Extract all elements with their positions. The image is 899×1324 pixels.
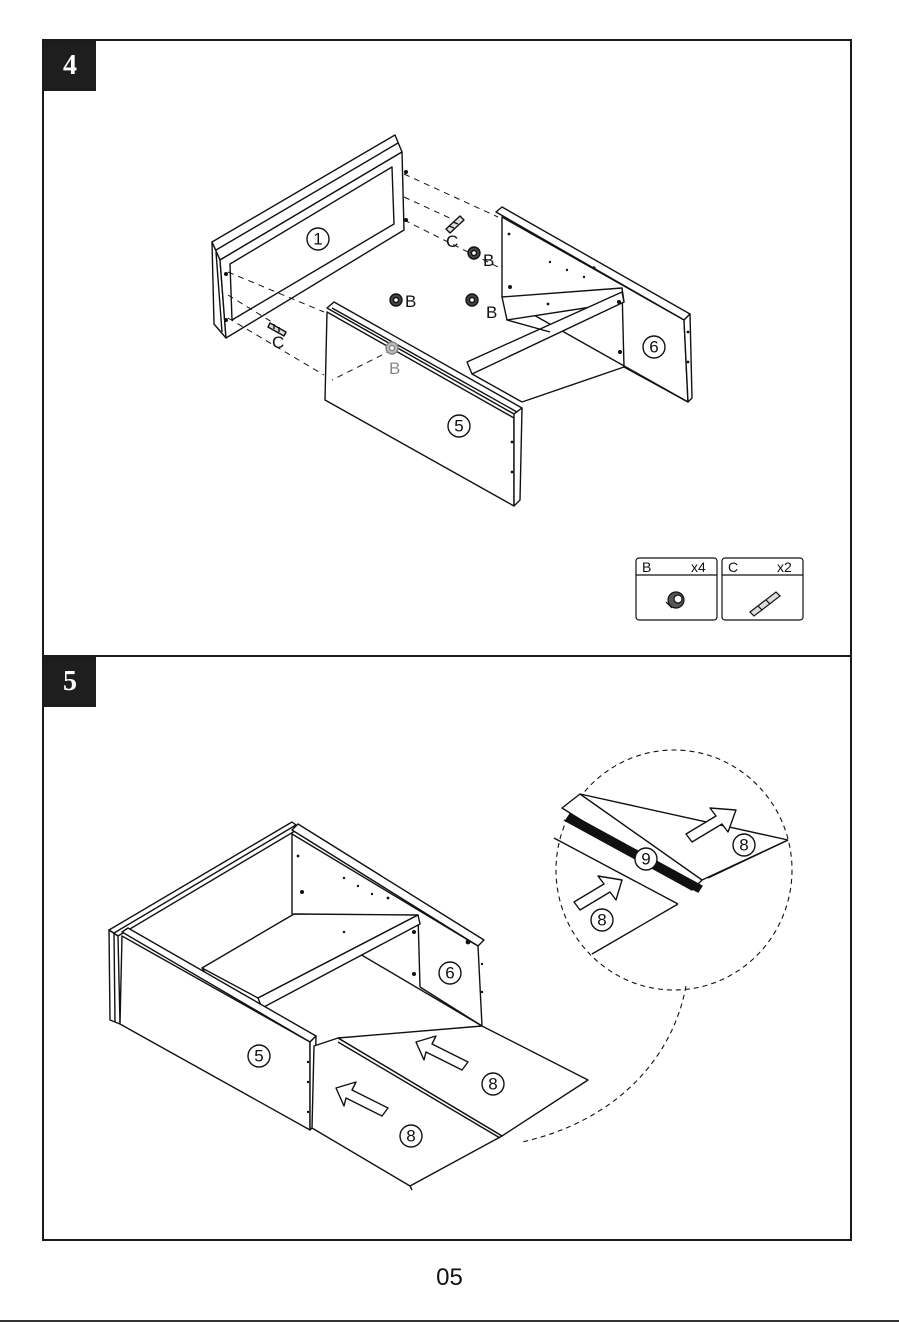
part-label-6: 6 [649,338,658,357]
cam-lock-b-4 [386,342,398,354]
part-label-5: 5 [454,417,463,436]
step-5-assembly-diagram: 5 6 8 8 9 8 8 [44,657,850,1239]
cam-lock-b-3 [466,294,478,306]
dowel-c-1 [446,216,464,233]
part-label-5: 5 [254,1047,263,1066]
page-number: 05 [0,1264,899,1292]
legend-b-letter: B [642,559,651,575]
bottom-rule [0,1320,899,1322]
step-4-exploded-diagram: 1 5 6 C B B B C B B x4 C x2 [44,41,850,655]
cam-lock-b-2 [390,294,402,306]
callout-c-upper: C [446,232,458,251]
legend-c-letter: C [728,559,738,575]
callout-c-lower: C [272,333,284,352]
part-label-6: 6 [445,964,454,983]
callout-b-upper: B [483,251,494,270]
part-label-1: 1 [313,230,322,249]
callout-b-lower: B [389,359,400,378]
part-label-8-lower: 8 [406,1127,415,1146]
panel-5-front [325,302,522,506]
part-label-8-upper: 8 [488,1075,497,1094]
cam-lock-b-1 [468,247,480,259]
part-label-9-detail: 9 [641,850,650,869]
legend-b-qty: x4 [691,559,706,575]
step-5-panel: 5 [42,655,852,1241]
part-label-8-detail-lower: 8 [597,911,606,930]
bottom-panels-8 [312,1026,588,1190]
step-4-panel: 4 [42,39,852,657]
callout-b-right: B [486,303,497,322]
callout-b-middle: B [405,292,416,311]
legend-c-qty: x2 [777,559,792,575]
part-label-8-detail-upper: 8 [739,836,748,855]
